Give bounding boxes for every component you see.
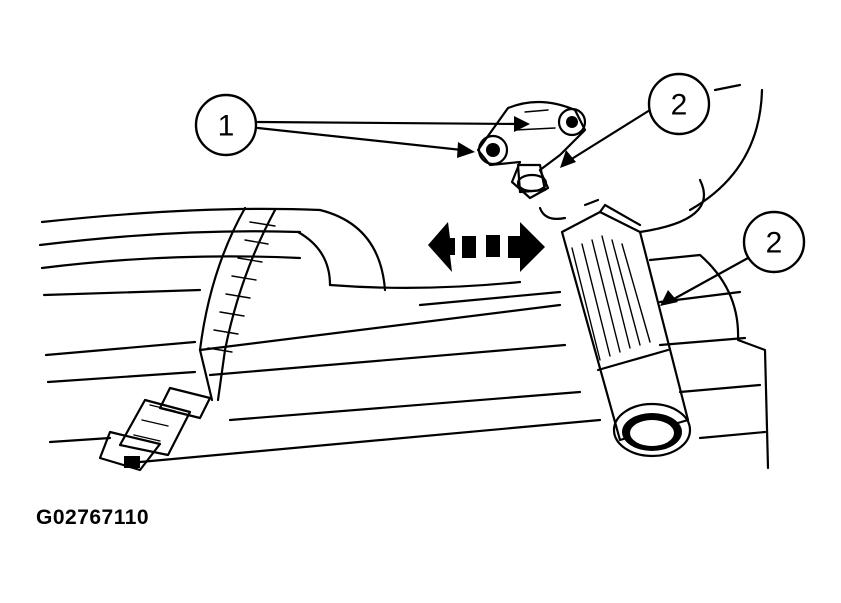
callout-2-sleeve: 2 bbox=[742, 210, 806, 274]
callout-2b-label: 2 bbox=[766, 227, 783, 260]
connector-plug bbox=[98, 386, 212, 472]
removal-direction-arrow bbox=[428, 222, 545, 272]
callout-1-label: 1 bbox=[218, 110, 235, 143]
figure-reference-code: G02767110 bbox=[36, 506, 150, 529]
camshaft-sensor bbox=[476, 100, 587, 200]
callout-2a-label: 2 bbox=[671, 89, 688, 122]
engine-block-outline bbox=[38, 83, 770, 470]
callout-2-sensor: 2 bbox=[647, 72, 711, 136]
callout-1: 1 bbox=[194, 93, 258, 157]
callout-leaders bbox=[256, 108, 750, 306]
sensor-sleeve bbox=[560, 203, 692, 458]
wiring-harness bbox=[198, 206, 277, 402]
